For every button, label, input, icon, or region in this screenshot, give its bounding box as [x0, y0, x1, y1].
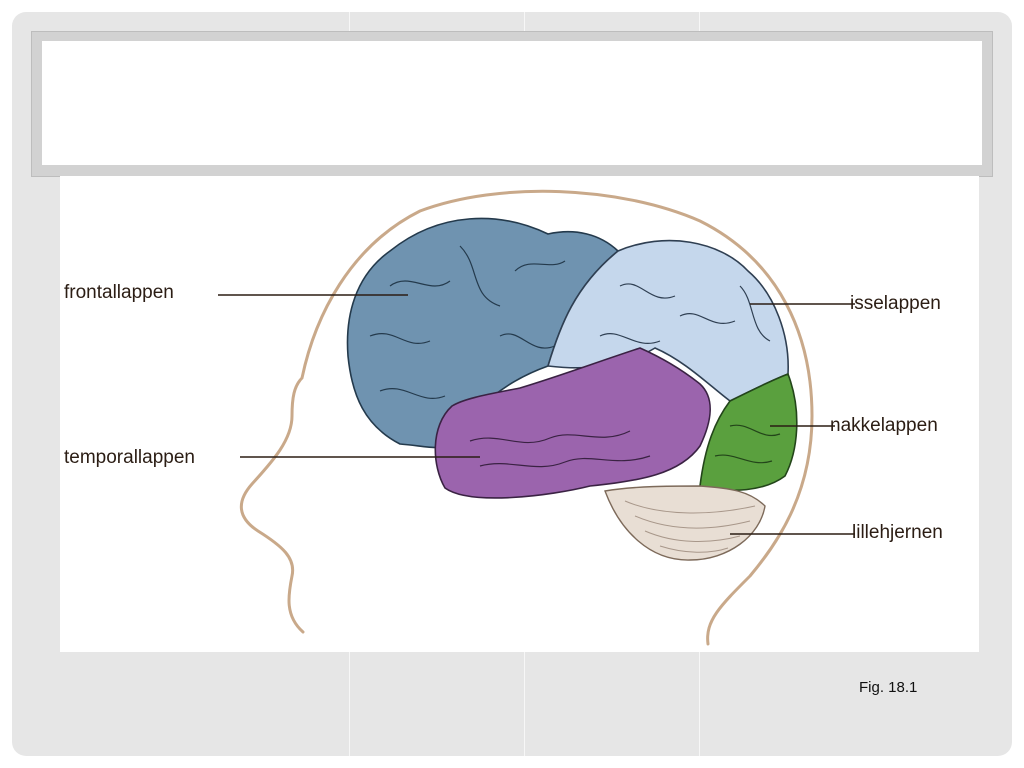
- brain-illustration: [218, 189, 855, 646]
- brain-diagram: frontallappen temporallappen isselappen …: [60, 176, 979, 652]
- slide: frontallappen temporallappen isselappen …: [12, 12, 1012, 756]
- label-frontallappen: frontallappen: [64, 282, 174, 303]
- gyri-lines: [714, 424, 781, 464]
- temporal-lobe: [434, 347, 711, 499]
- label-temporallappen: temporallappen: [64, 447, 195, 468]
- gyri-lines: [369, 245, 566, 399]
- cerebellum: [604, 485, 766, 561]
- title-box: [42, 41, 982, 165]
- occipital-lobe: [699, 372, 798, 492]
- label-nakkelappen: nakkelappen: [830, 415, 938, 436]
- label-lillehjernen: lillehjernen: [852, 522, 943, 543]
- label-isselappen: isselappen: [850, 293, 941, 314]
- title-placeholder[interactable]: [31, 31, 993, 177]
- figure-caption: Fig. 18.1: [859, 679, 918, 696]
- cerebellum-folia: [624, 500, 756, 553]
- gyri-lines: [599, 283, 771, 344]
- gyri-lines: [469, 430, 651, 468]
- head-outline: [239, 189, 814, 646]
